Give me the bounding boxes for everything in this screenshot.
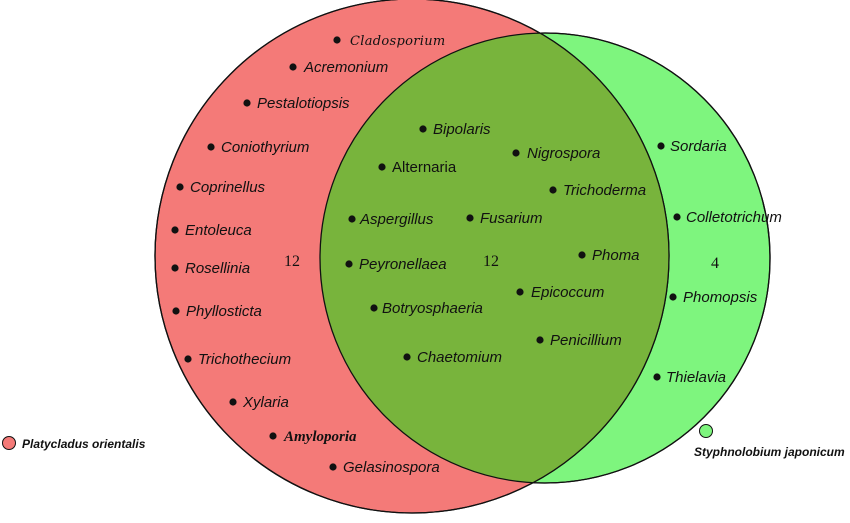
genus-bullet [403, 353, 411, 361]
genus-bullet [466, 214, 474, 222]
genus-label: Phoma [592, 247, 640, 264]
genus-item: Phyllosticta [172, 303, 262, 320]
genus-label: Chaetomium [417, 349, 502, 366]
genus-bullet [171, 226, 179, 234]
genus-bullet [657, 142, 665, 150]
genus-item: Amyloporia [269, 429, 357, 445]
genus-label: Aspergillus [359, 211, 434, 228]
genus-item: Cladosporium [333, 34, 445, 49]
genus-label: Penicillium [550, 332, 622, 349]
genus-bullet [329, 463, 337, 471]
overlap-genera: Bipolaris Nigrospora Alternaria Trichode… [345, 121, 646, 366]
genus-item: Penicillium [536, 332, 622, 349]
genus-bullet [289, 63, 297, 71]
genus-item: Alternaria [378, 159, 457, 176]
left-only-count: 12 [284, 253, 300, 270]
genus-item: Phomopsis [669, 289, 758, 306]
genus-label: Pestalotiopsis [257, 95, 350, 112]
genus-bullet [578, 251, 586, 259]
genus-item: Entoleuca [171, 222, 252, 239]
genus-label: Nigrospora [527, 145, 600, 162]
genus-item: Nigrospora [512, 145, 600, 162]
genus-label: Colletotrichum [686, 209, 782, 226]
genus-item: Colletotrichum [673, 209, 782, 226]
set-circle-right-outline [319, 32, 771, 484]
genus-label: Gelasinospora [343, 459, 440, 476]
legend-label-left: Platycladus orientalis [22, 437, 146, 451]
genus-bullet [184, 355, 192, 363]
genus-bullet [171, 264, 179, 272]
genus-item: Thielavia [653, 369, 726, 386]
genus-label: Xylaria [242, 394, 289, 411]
genus-item: Botryosphaeria [370, 300, 483, 317]
legend-right: Styphnolobium japonicum [694, 424, 845, 459]
genus-label: Entoleuca [185, 222, 252, 239]
genus-bullet [378, 163, 386, 171]
genus-bullet [669, 293, 677, 301]
genus-label: Peyronellaea [359, 256, 447, 273]
genus-label: Acremonium [303, 59, 388, 76]
genus-item: Pestalotiopsis [243, 95, 350, 112]
legend-left: Platycladus orientalis [2, 436, 146, 451]
genus-item: Acremonium [289, 59, 388, 76]
genus-bullet [333, 36, 341, 44]
genus-bullet [512, 149, 520, 157]
genus-item: Bipolaris [419, 121, 491, 138]
genus-item: Peyronellaea [345, 256, 447, 273]
genus-label: Thielavia [666, 369, 726, 386]
genus-item: Trichothecium [184, 351, 291, 368]
overlap-count: 12 [483, 253, 499, 270]
genus-bullet [516, 288, 524, 296]
genus-label: Trichoderma [563, 182, 646, 199]
genus-bullet [653, 373, 661, 381]
genus-label: Coprinellus [190, 179, 266, 196]
genus-label: Sordaria [670, 138, 727, 155]
set-circle-left-outline [154, 0, 670, 514]
genus-item: Rosellinia [171, 260, 250, 277]
genus-bullet [348, 215, 356, 223]
genus-bullet [243, 99, 251, 107]
genus-label: Cladosporium [350, 34, 446, 49]
legend-swatch-right [699, 424, 713, 438]
genus-label: Epicoccum [531, 284, 604, 301]
genus-item: Epicoccum [516, 284, 604, 301]
genus-bullet [172, 307, 180, 315]
genus-item: Chaetomium [403, 349, 502, 366]
genus-label: Coniothyrium [221, 139, 309, 156]
genus-label: Bipolaris [433, 121, 491, 138]
genus-label: Amyloporia [283, 429, 357, 445]
genus-item: Xylaria [229, 394, 289, 411]
genus-item: Coprinellus [176, 179, 266, 196]
genus-item: Fusarium [466, 210, 543, 227]
genus-label: Fusarium [480, 210, 543, 227]
genus-bullet [536, 336, 544, 344]
genus-label: Alternaria [392, 159, 457, 176]
genus-item: Gelasinospora [329, 459, 440, 476]
genus-item: Phoma [578, 247, 640, 264]
genus-bullet [207, 143, 215, 151]
genus-item: Coniothyrium [207, 139, 309, 156]
genus-item: Aspergillus [348, 211, 434, 228]
genus-bullet [673, 213, 681, 221]
genus-bullet [176, 183, 184, 191]
right-only-count: 4 [711, 255, 719, 272]
genus-bullet [549, 186, 557, 194]
right-only-genera: Sordaria Colletotrichum Phomopsis Thiela… [653, 138, 782, 386]
genus-label: Phyllosticta [186, 303, 262, 320]
genus-bullet [269, 432, 277, 440]
genus-bullet [370, 304, 378, 312]
genus-item: Sordaria [657, 138, 727, 155]
left-only-genera: Cladosporium Acremonium Pestalotiopsis C… [171, 34, 445, 476]
genus-label: Trichothecium [198, 351, 291, 368]
genus-bullet [419, 125, 427, 133]
genus-item: Trichoderma [549, 182, 646, 199]
genus-bullet [345, 260, 353, 268]
legend-label-right: Styphnolobium japonicum [694, 445, 845, 459]
legend-swatch-left [2, 436, 16, 450]
genus-label: Botryosphaeria [382, 300, 483, 317]
genus-label: Rosellinia [185, 260, 250, 277]
genus-label: Phomopsis [683, 289, 758, 306]
genus-bullet [229, 398, 237, 406]
